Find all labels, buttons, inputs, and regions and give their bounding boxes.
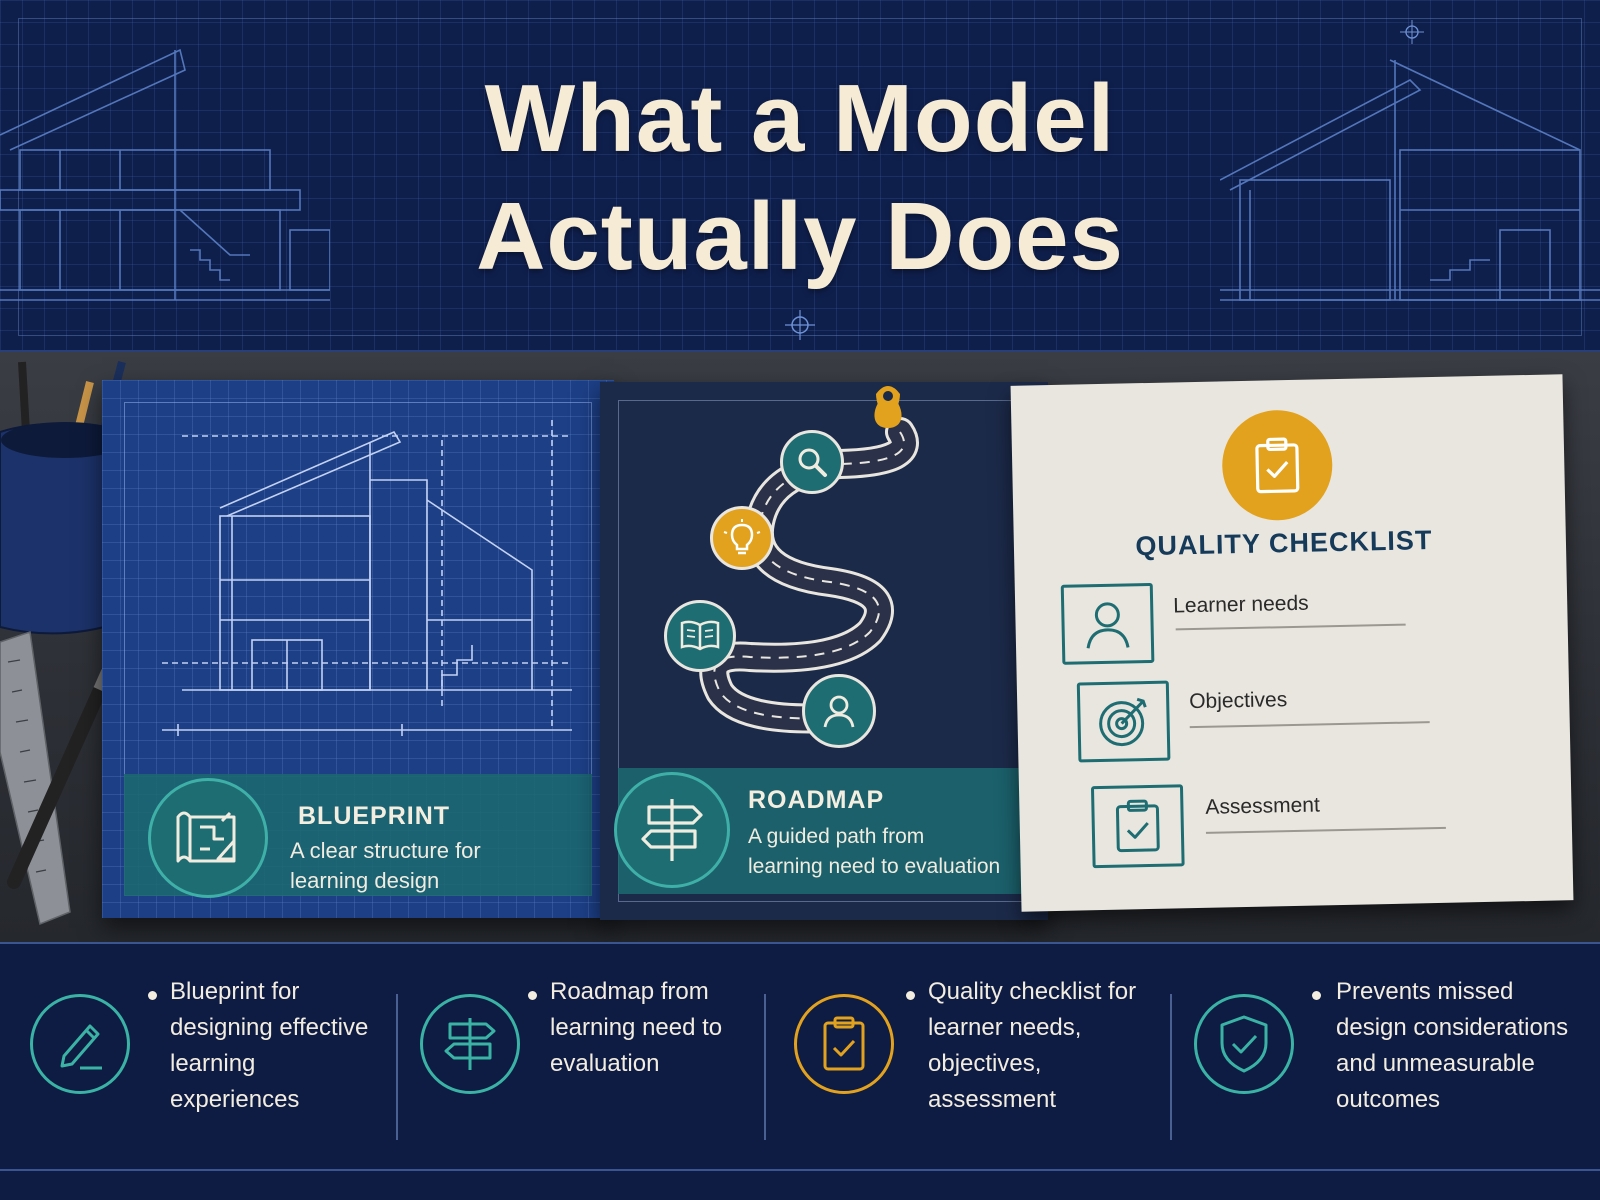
person-icon [1086,602,1130,649]
roadmap-stop-search [780,430,844,494]
footer-line: outcomes [1336,1086,1441,1113]
target-icon [1099,697,1147,747]
footer-divider [396,994,398,1140]
roadmap-desc-line-2: learning need to evaluation [748,855,1001,878]
footer-text-checklist: Quality checklist for learner needs, obj… [928,974,1168,1118]
footer-line: learning need to [550,1014,723,1041]
footer-bottom-rule [0,1169,1600,1171]
checklist-item-label: Assessment [1205,793,1321,819]
summary-footer: Blueprint for designing effective learni… [0,942,1600,1200]
footer-line: and unmeasurable [1336,1050,1535,1077]
footer-text-prevents: Prevents missed design considerations an… [1336,974,1586,1118]
footer-line: evaluation [550,1050,660,1077]
bullet [906,991,915,1000]
footer-divider [1170,994,1172,1140]
blueprint-house-drawing [162,420,572,736]
roadmap-stop-person [802,674,876,748]
blueprint-card: BLUEPRINT A clear structure for learning… [102,380,614,918]
blueprint-desc: A clear structure for learning design [290,836,580,896]
left-house-drawing [0,48,330,301]
bullet [1312,991,1321,1000]
checklist-item-label: Objectives [1188,688,1288,714]
footer-line: Quality checklist for [928,978,1137,1005]
checklist-item-line [1175,623,1406,631]
roadmap-title: ROADMAP [748,786,885,814]
checklist-item-icon-person [1060,582,1155,665]
shield-check-icon [1194,994,1294,1094]
signpost-icon [420,994,520,1094]
footer-text-blueprint: Blueprint for designing effective learni… [170,974,385,1118]
quality-checklist-card: QUALITY CHECKLIST Learner needs Objectiv… [1010,374,1574,912]
signpost-icon [614,772,730,888]
desk-surface: BLUEPRINT A clear structure for learning… [0,352,1600,942]
blueprint-icon [148,778,268,898]
roadmap-stop-book [664,600,736,672]
footer-text-roadmap: Roadmap from learning need to evaluation [550,974,750,1082]
right-house-drawing [1220,59,1600,301]
footer-line: designing effective [170,1014,369,1041]
checklist-item-icon-target [1076,680,1171,763]
footer-line: Blueprint for [170,978,300,1005]
checklist-item-line [1205,826,1446,834]
roadmap-desc-line-1: A guided path from [748,825,925,848]
checklist-title: QUALITY CHECKLIST [1135,525,1433,562]
search-icon [798,448,827,477]
clipboard-check-icon [794,994,894,1094]
bullet [528,991,537,1000]
blueprint-desc-line-1: A clear structure for [290,838,481,863]
footer-divider [764,994,766,1140]
blueprint-desc-line-2: learning design [290,868,440,893]
roadmap-card: ROADMAP A guided path from learning need… [600,382,1048,920]
checklist-item-label: Learner needs [1172,591,1309,618]
title-line-2: Actually Does [476,183,1124,290]
footer-line: Prevents missed [1336,978,1514,1005]
clipboard-check-icon [1221,409,1334,522]
blueprint-title: BLUEPRINT [298,802,451,830]
roadmap-desc: A guided path from learning need to eval… [748,822,1038,882]
checklist-item-icon-clipboard [1090,784,1185,869]
title-line-1: What a Model [484,65,1116,172]
crosshair-marker [1400,20,1424,44]
footer-line: learner needs, [928,1014,1082,1041]
footer-line: Roadmap from [550,978,709,1005]
map-pin-icon [874,386,902,428]
person-icon [823,695,855,728]
lightbulb-icon [723,519,761,555]
header-banner: What a Model Actually Does [0,0,1600,352]
checklist-item-line [1189,721,1430,729]
page-title: What a Model Actually Does [300,60,1300,296]
roadmap-stop-lightbulb [710,506,774,570]
footer-line: objectives, assessment [928,1050,1057,1113]
bullet [148,991,157,1000]
crosshair-marker [785,310,815,340]
clipboard-check-icon [1115,799,1160,853]
pencil-icon [30,994,130,1094]
footer-line: design considerations [1336,1014,1569,1041]
footer-line: learning experiences [170,1050,300,1113]
book-icon [680,620,720,651]
